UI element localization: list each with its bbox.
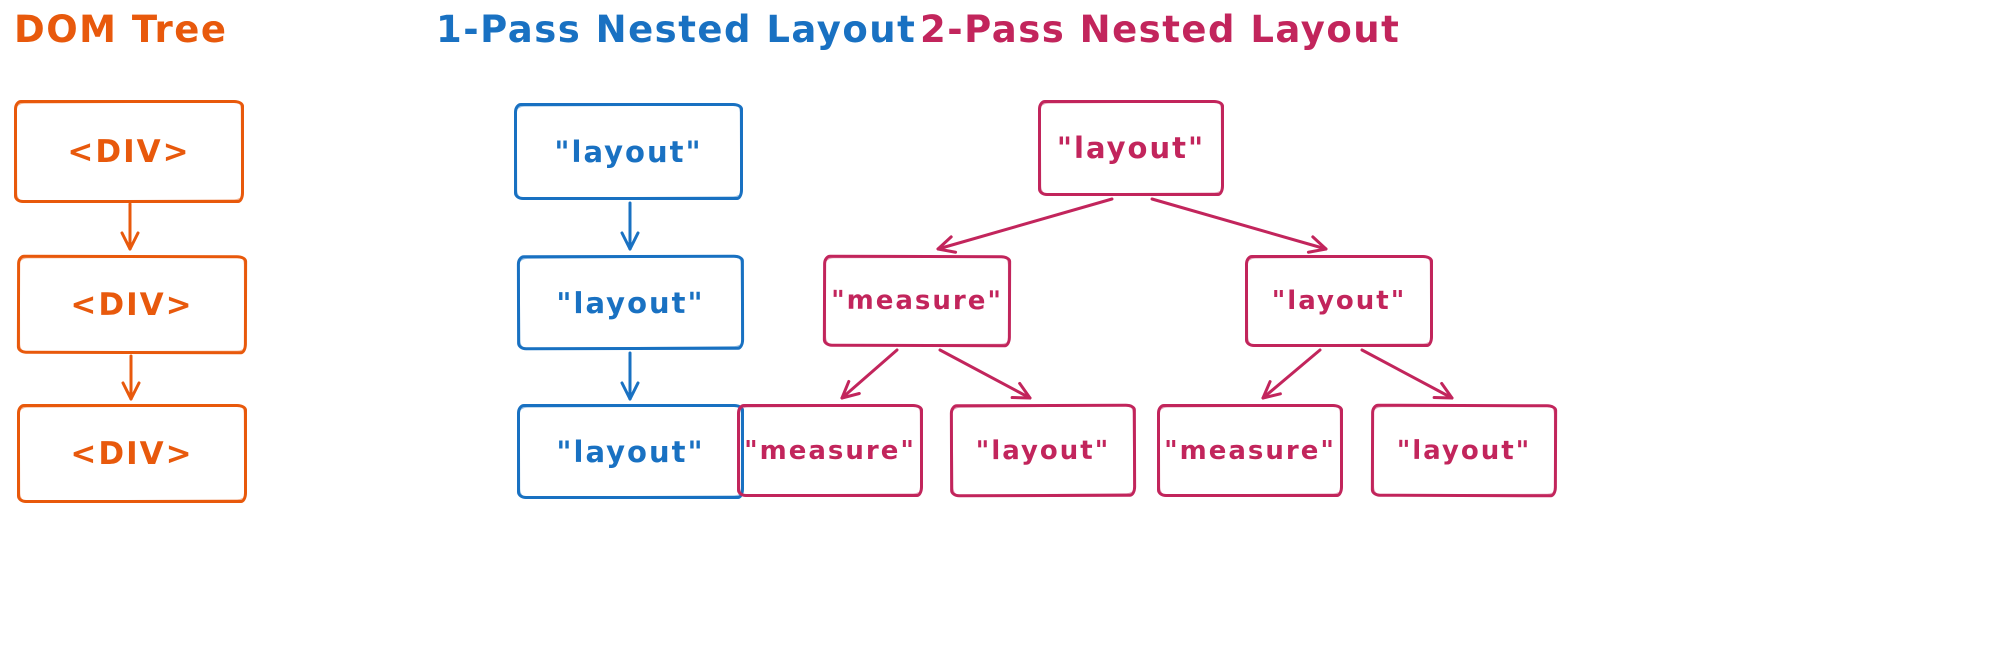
section-title-two-pass: 2-Pass Nested Layout: [920, 8, 1401, 51]
arrow-layout-to-layout-head: [1432, 381, 1454, 400]
arrow-dom-1-head: [120, 231, 140, 251]
one-pass-node-1: "layout": [514, 103, 743, 200]
dom-tree-node-2: <DIV>: [16, 254, 248, 355]
arrow-root-to-layout-head: [1306, 235, 1328, 254]
section-title-one-pass: 1-Pass Nested Layout: [436, 8, 917, 51]
arrow-layout-to-measure: [1261, 348, 1322, 400]
two-pass-child-layout-label: "layout": [1271, 286, 1407, 316]
two-pass-leaf-layout-1-label: "layout": [975, 435, 1111, 466]
arrow-measure-to-layout: [938, 348, 1032, 400]
dom-tree-node-1-label: <DIV>: [67, 133, 191, 170]
two-pass-leaf-measure-2-label: "measure": [1164, 435, 1336, 466]
arrow-root-to-measure: [936, 197, 1114, 251]
dom-tree-node-3: <DIV>: [17, 404, 247, 503]
two-pass-child-layout: "layout": [1245, 255, 1433, 347]
two-pass-root-node: "layout": [1038, 100, 1224, 196]
two-pass-leaf-measure-1: "measure": [737, 404, 923, 497]
one-pass-node-1-label: "layout": [554, 134, 703, 169]
arrow-layout-to-measure-head: [1261, 380, 1282, 400]
arrow-one-pass-2-head: [620, 381, 640, 401]
arrow-root-to-measure-head: [936, 235, 958, 254]
one-pass-node-3: "layout": [517, 404, 744, 499]
arrow-dom-2-head: [121, 381, 141, 401]
two-pass-leaf-layout-2-label: "layout": [1396, 435, 1532, 466]
two-pass-leaf-layout-1: "layout": [949, 403, 1137, 498]
dom-tree-node-1: <DIV>: [14, 100, 244, 203]
two-pass-child-measure: "measure": [822, 254, 1012, 348]
arrow-one-pass-1-head: [620, 231, 640, 251]
dom-tree-node-3-label: <DIV>: [70, 435, 194, 472]
one-pass-node-3-label: "layout": [556, 434, 705, 469]
one-pass-node-2: "layout": [516, 254, 745, 351]
two-pass-child-measure-label: "measure": [831, 285, 1003, 317]
arrow-measure-to-layout-head: [1010, 381, 1032, 400]
one-pass-node-2-label: "layout": [556, 285, 705, 320]
two-pass-leaf-layout-2: "layout": [1370, 403, 1558, 498]
section-title-dom-tree: DOM Tree: [14, 8, 228, 51]
arrow-root-to-layout: [1150, 197, 1328, 251]
arrow-measure-to-measure: [840, 348, 899, 400]
arrow-measure-to-measure-head: [840, 379, 861, 400]
two-pass-root-label: "layout": [1056, 131, 1206, 165]
two-pass-leaf-measure-1-label: "measure": [744, 435, 916, 466]
two-pass-leaf-measure-2: "measure": [1157, 404, 1343, 497]
arrow-layout-to-layout: [1360, 348, 1454, 400]
dom-tree-node-2-label: <DIV>: [70, 286, 194, 323]
